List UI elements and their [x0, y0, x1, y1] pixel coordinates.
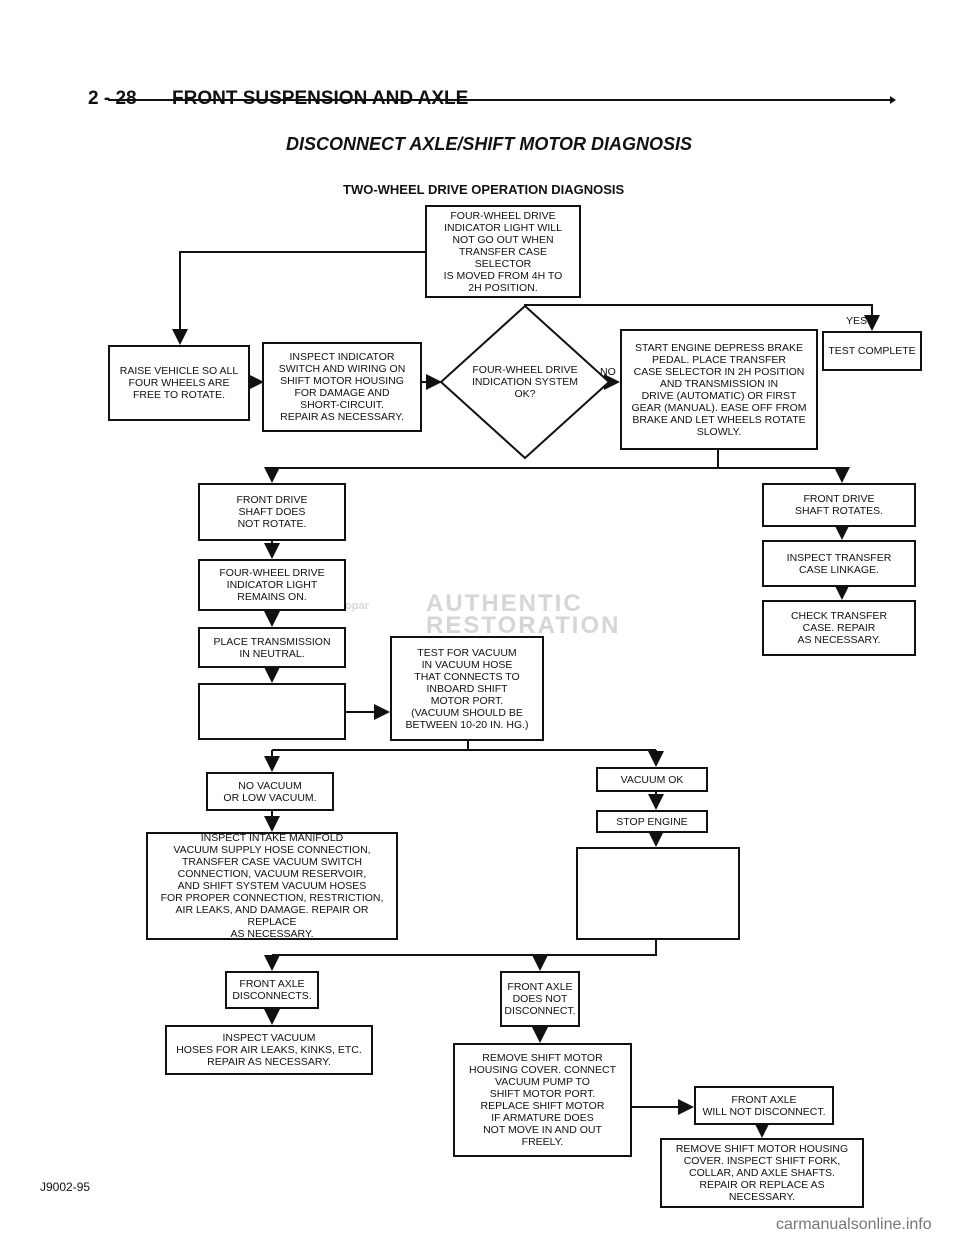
yes-label: YES — [846, 315, 868, 327]
shaft-rotates-box: FRONT DRIVE SHAFT ROTATES. — [762, 483, 916, 527]
watermark-line1: AUTHENTIC — [426, 590, 583, 617]
inspect-linkage-box: INSPECT TRANSFER CASE LINKAGE. — [762, 540, 916, 587]
subtitle: TWO-WHEEL DRIVE OPERATION DIAGNOSIS — [343, 182, 625, 197]
start-box: FOUR-WHEEL DRIVE INDICATOR LIGHT WILL NO… — [425, 205, 581, 298]
axle-disconnects-box: FRONT AXLE DISCONNECTS. — [225, 971, 319, 1009]
axle-not-disconnect-box: FRONT AXLE DOES NOT DISCONNECT. — [500, 971, 580, 1027]
test-complete-box: TEST COMPLETE — [822, 331, 922, 371]
main-title: DISCONNECT AXLE/SHIFT MOTOR DIAGNOSIS — [286, 134, 693, 154]
inspect-manifold-box: INSPECT INTAKE MANIFOLD VACUUM SUPPLY HO… — [146, 832, 398, 940]
inspect-hoses-box: INSPECT VACUUM HOSES FOR AIR LEAKS, KINK… — [165, 1025, 373, 1075]
inspect-indicator-box: INSPECT INDICATOR SWITCH AND WIRING ON S… — [262, 342, 422, 432]
raise-vehicle-box: RAISE VEHICLE SO ALL FOUR WHEELS ARE FRE… — [108, 345, 250, 421]
indicator-remains-on-box: FOUR-WHEEL DRIVE INDICATOR LIGHT REMAINS… — [198, 559, 346, 611]
stop-engine-box: STOP ENGINE — [596, 810, 708, 833]
no-label: NO — [600, 366, 616, 378]
shaft-not-rotate-box: FRONT DRIVE SHAFT DOES NOT ROTATE. — [198, 483, 346, 541]
figure-id: J9002-95 — [40, 1180, 91, 1194]
place-neutral-box: PLACE TRANSMISSION IN NEUTRAL. — [198, 627, 346, 668]
watermark-line2: RESTORATION — [426, 612, 621, 639]
decision-text: FOUR-WHEEL DRIVE INDICATION SYSTEM OK? — [472, 364, 578, 400]
test-vacuum-box: TEST FOR VACUUM IN VACUUM HOSE THAT CONN… — [390, 636, 544, 741]
start-engine-box: START ENGINE DEPRESS BRAKE PEDAL. PLACE … — [620, 329, 818, 450]
vacuum-ok-box: VACUUM OK — [596, 767, 708, 792]
blank-box-1 — [198, 683, 346, 740]
no-vacuum-box: NO VACUUM OR LOW VACUUM. — [206, 772, 334, 811]
blank-box-2 — [576, 847, 740, 940]
check-transfer-box: CHECK TRANSFER CASE. REPAIR AS NECESSARY… — [762, 600, 916, 656]
section-title: FRONT SUSPENSION AND AXLE — [172, 88, 469, 109]
page-number: 2 - 28 — [88, 88, 137, 109]
remove-housing-box: REMOVE SHIFT MOTOR HOUSING COVER. INSPEC… — [660, 1138, 864, 1208]
remove-cover-box: REMOVE SHIFT MOTOR HOUSING COVER. CONNEC… — [453, 1043, 632, 1157]
will-not-disconnect-box: FRONT AXLE WILL NOT DISCONNECT. — [694, 1086, 834, 1125]
site-url[interactable]: carmanualsonline.info — [776, 1216, 932, 1233]
